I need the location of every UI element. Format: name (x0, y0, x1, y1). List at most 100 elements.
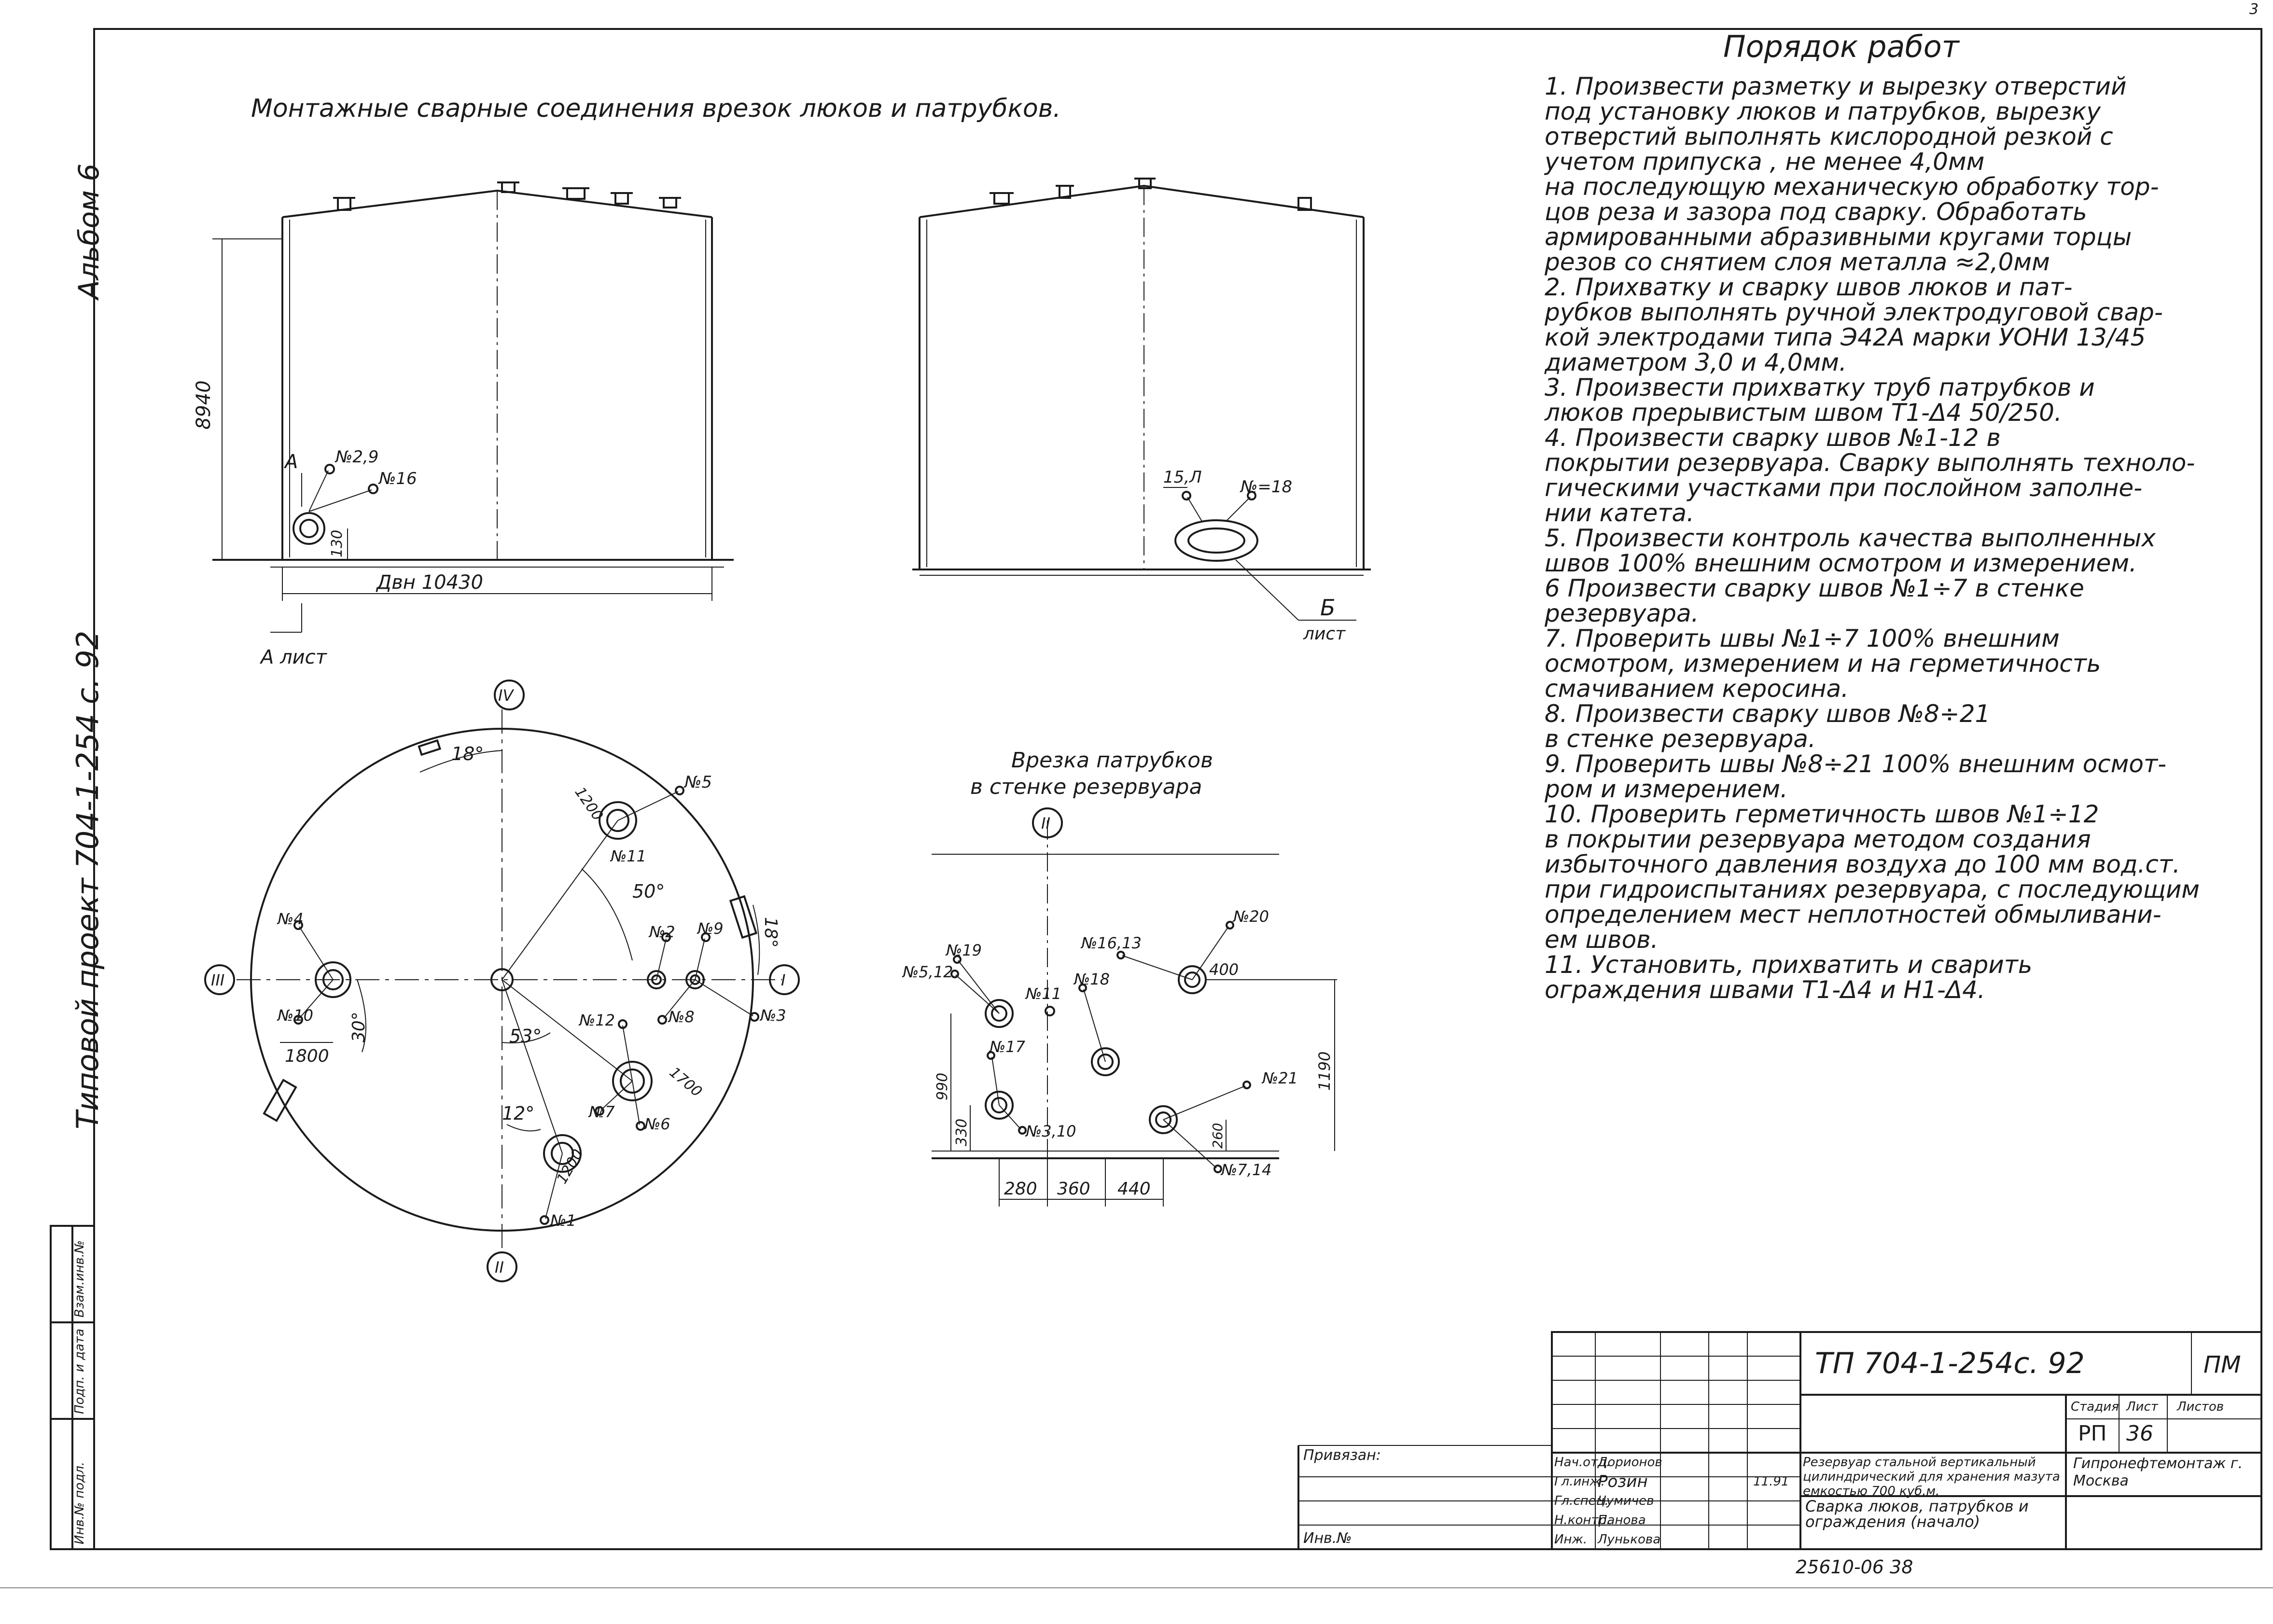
tank-right-elevation (912, 178, 1371, 621)
plan-label-8: №8 (668, 1008, 695, 1026)
tank-left-label-1: №2,9 (335, 447, 378, 467)
nozzle-label-5-12: №5,12 (902, 963, 953, 981)
nozzle-label-16-13: №16,13 (1080, 934, 1142, 952)
note-line: 11. Установить, прихватить и сварить (1545, 951, 2033, 979)
title-block-org: Гипронефтемонтаж г. Москва (2073, 1455, 2243, 1489)
title-block-role-4: Н.контр. (1554, 1513, 1611, 1527)
notes-title: Порядок работ (1723, 29, 1959, 64)
tank-right-label-2: №=18 (1240, 477, 1292, 497)
note-line: при гидроиспытаниях резервуара, с послед… (1545, 875, 2200, 903)
title-block-role-2: Гл.инж. (1554, 1474, 1605, 1489)
title-block-footer: 25610-06 38 (1796, 1556, 1913, 1578)
page-corner-number: 3 (2249, 1, 2259, 18)
title-block-grid (1297, 1331, 2262, 1550)
stamp-col-sign: Подп. и дата (72, 1328, 87, 1414)
plan-label-1: №1 (549, 1211, 576, 1230)
note-line: 10. Проверить герметичность швов №1÷12 (1545, 800, 2099, 828)
note-line: нии катета. (1545, 499, 1694, 527)
note-line: осмотром, измерением и на герметичность (1545, 650, 2101, 678)
note-line: ром и измерением. (1545, 775, 1788, 803)
plan-label-9: №9 (697, 919, 724, 938)
note-line: ем швов. (1545, 926, 1659, 954)
note-line: диаметром 3,0 и 4,0мм. (1545, 348, 1847, 376)
note-line: рубков выполнять ручной электродуговой с… (1545, 298, 2163, 326)
title-block-role-5: Инж. (1554, 1532, 1588, 1547)
plan-dim-1: 1200 (571, 784, 606, 824)
title-block-name-2: Розин (1598, 1472, 1648, 1491)
note-line: ограждения швами Т1-Δ4 и Н1-Δ4. (1545, 976, 1985, 1004)
plan-axis-iii: III (211, 971, 224, 989)
title-block-sheet-desc: Сварка люков, патрубков и ограждения (на… (1805, 1497, 2029, 1531)
tank-left-section-mark: А (283, 451, 298, 473)
note-line: гическими участками при послойном заполн… (1545, 474, 2143, 502)
plan-dim-4: 1200 (554, 1146, 586, 1187)
plan-angle-1: 18° (451, 743, 484, 764)
plan-angle-4: 53° (509, 1026, 542, 1047)
nozzle-dim-360: 360 (1057, 1179, 1090, 1199)
title-block-date: 11.91 (1753, 1474, 1789, 1489)
plan-angle-2: 50° (632, 881, 665, 902)
tank-right-callout-label: лист (1303, 624, 1346, 644)
plan-dim-3: 1700 (666, 1064, 705, 1100)
plan-axis-ii: II (495, 1258, 504, 1277)
side-album-label: Альбом 6 (72, 163, 105, 299)
note-line: на последующую механическую обработку то… (1545, 173, 2159, 201)
plan-axis-iv: IV (498, 686, 514, 705)
note-line: 4. Произвести сварку швов №1-12 в (1545, 424, 2001, 452)
side-project-label: Типовой проект 704-1-254 с. 92 (70, 630, 105, 1129)
title-block-role-3: Гл.спец. (1554, 1494, 1609, 1508)
note-line: 6 Произвести сварку швов №1÷7 в стенке (1545, 574, 2084, 602)
tank-left-small-dim: 130 (329, 530, 346, 557)
title-block-name-1: Дорионов (1598, 1455, 1662, 1470)
plan-label-4: №4 (277, 910, 304, 928)
note-line: определением мест неплотностей обмыливан… (1545, 901, 2161, 929)
tank-left-section-label: А лист (259, 646, 328, 668)
note-line: армированными абразивными кругами торцы (1545, 223, 2132, 251)
title-block-inv: Инв.№ (1303, 1530, 1352, 1547)
plan-label-2: №2 (648, 923, 675, 941)
title-block-mark: ПМ (2203, 1351, 2241, 1378)
plan-label-7: №7 (588, 1103, 615, 1121)
title-block-role-1: Нач.отд. (1554, 1455, 1611, 1470)
plan-dim-2: 1800 (285, 1046, 329, 1066)
plan-label-11: №11 (610, 847, 646, 865)
plan-angle-5: 12° (502, 1103, 534, 1124)
note-line: учетом припуска , не менее 4,0мм (1545, 148, 1985, 176)
note-line: люков прерывистым швом Т1-Δ4 50/250. (1545, 399, 2062, 427)
note-line: швов 100% внешним осмотром и измерением. (1545, 549, 2137, 577)
tank-left-diameter-dim: Двн 10430 (376, 571, 483, 594)
plan-axis-i: I (781, 971, 785, 989)
stamp-col-replace: Взам.инв.№ (72, 1240, 87, 1318)
title-block-sheet-head: Лист (2126, 1400, 2158, 1414)
plan-label-12: №12 (578, 1011, 615, 1029)
title-block-stage-head: Стадия (2071, 1400, 2119, 1414)
plan-label-5: №5 (683, 773, 712, 792)
note-line: 8. Произвести сварку швов №8÷21 (1545, 700, 1991, 728)
tank-right-callout: Б (1320, 595, 1336, 621)
note-line: 1. Произвести разметку и вырезку отверст… (1545, 72, 2127, 100)
nozzle-label-21: №21 (1261, 1069, 1298, 1087)
nozzle-view-axis: II (1041, 814, 1050, 833)
note-line: резов со снятием слоя металла ≈2,0мм (1545, 248, 2050, 276)
tank-left-elevation (212, 181, 734, 633)
nozzle-label-18: №18 (1073, 970, 1110, 988)
title-block-name-5: Лунькова (1598, 1532, 1661, 1547)
plan-angle-3: 30° (349, 1012, 369, 1042)
nozzle-label-3-10: №3,10 (1025, 1122, 1076, 1140)
note-line: кой электродами типа Э42А марки УОНИ 13/… (1545, 323, 2146, 351)
plan-view (204, 680, 800, 1282)
note-line: под установку люков и патрубков, вырезку (1545, 97, 2101, 125)
nozzle-label-19: №19 (945, 941, 982, 959)
title-block-name-4: Панова (1598, 1513, 1646, 1527)
note-line: 2. Прихватку и сварку швов люков и пат- (1545, 273, 2073, 301)
nozzle-dim-990: 990 (934, 1073, 951, 1100)
nozzle-label-20: №20 (1232, 907, 1269, 926)
note-line: отверстий выполнять кислородной резкой с (1545, 123, 2113, 151)
note-line: в стенке резервуара. (1545, 725, 1816, 753)
tank-left-height-dim: 8940 (193, 380, 215, 430)
nozzle-wall-view (932, 807, 1337, 1207)
title-block-privyazan: Привязан: (1303, 1447, 1381, 1464)
nozzle-dim-440: 440 (1117, 1179, 1151, 1199)
nozzle-dim-330: 330 (953, 1119, 970, 1146)
